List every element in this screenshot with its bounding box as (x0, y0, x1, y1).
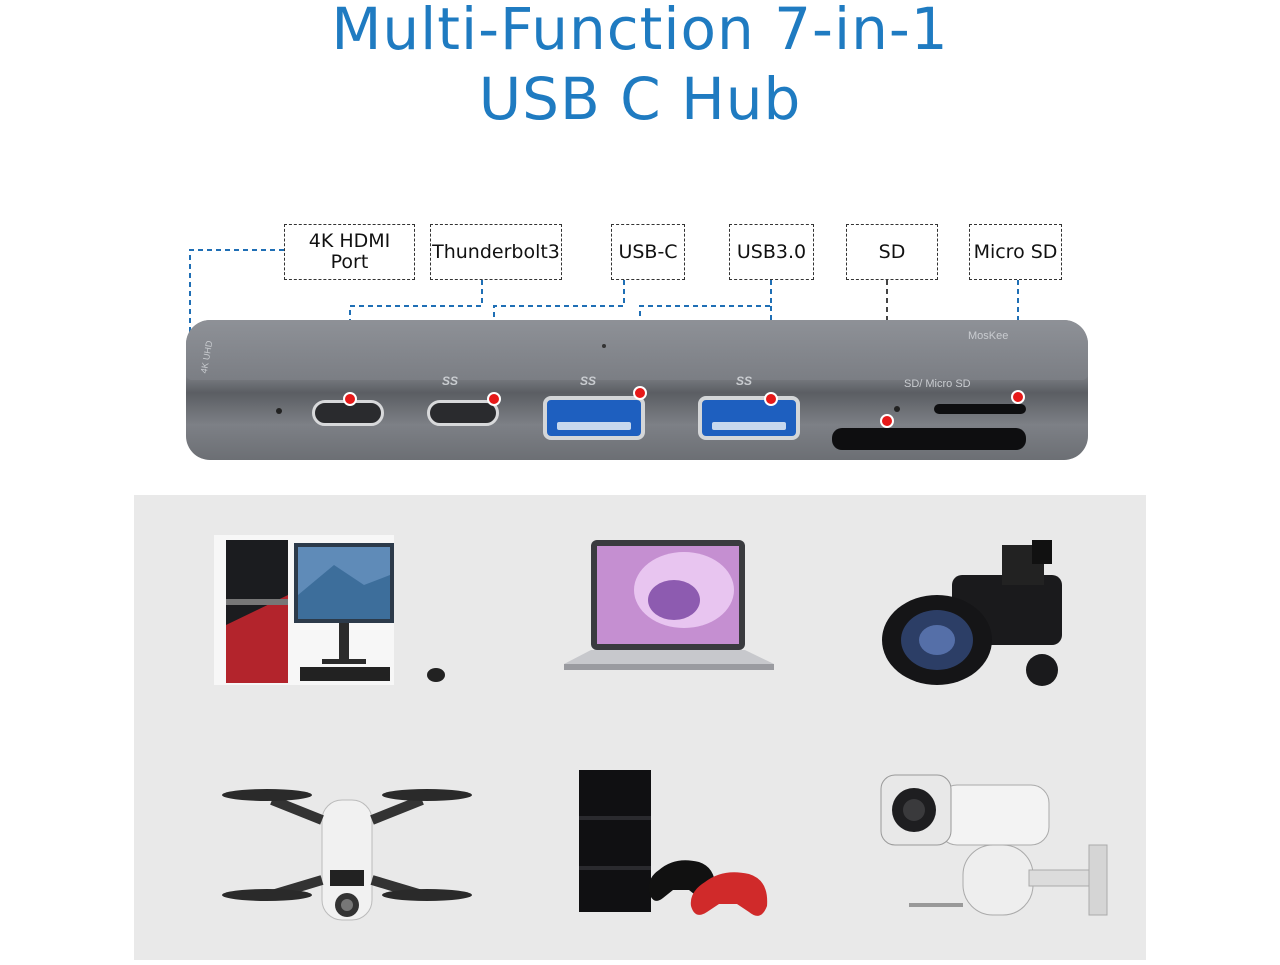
headline-line-2: USB C Hub (478, 65, 802, 133)
label-micro-sd: Micro SD (969, 224, 1062, 280)
label-hdmi: 4K HDMI Port (284, 224, 415, 280)
label-usb-c: USB-C (611, 224, 685, 280)
brand-text: MosKee (968, 330, 1009, 342)
micro-sd-slot (934, 404, 1026, 414)
mic-hole (602, 344, 606, 348)
leader-thunderbolt (349, 280, 483, 398)
game-console-icon (579, 770, 768, 916)
marker-usb-c (633, 386, 647, 400)
usb-hub-top-surface (186, 320, 1088, 380)
thunderbolt-port (427, 400, 499, 426)
marker-sd (880, 414, 894, 428)
headline-line-1: Multi-Function 7-in-1 (331, 0, 949, 63)
usb-logo-2: SS (580, 374, 597, 388)
device-illustrations (214, 535, 1108, 921)
leader-hdmi (189, 249, 284, 360)
sd-led (894, 406, 900, 412)
marker-hdmi (343, 392, 357, 406)
desktop-pc-monitor-icon (214, 535, 445, 685)
security-camera-icon (880, 774, 1108, 916)
drone-icon (222, 789, 472, 921)
compatible-devices-panel (134, 495, 1146, 960)
video-camera-icon (882, 540, 1062, 686)
laptop-icon (564, 540, 774, 670)
usb3-port (698, 396, 800, 440)
led-indicator (276, 408, 282, 414)
slot-label: SD/ Micro SD (904, 378, 971, 390)
usb-logo-1: SS (442, 374, 459, 388)
sd-card-slot (832, 428, 1026, 450)
usb-c-port-a (543, 396, 645, 440)
usb-logo-3: SS (736, 374, 753, 388)
marker-thunderbolt (487, 392, 501, 406)
label-sd: SD (846, 224, 938, 280)
label-usb3: USB3.0 (729, 224, 814, 280)
marker-usb3 (764, 392, 778, 406)
label-thunderbolt: Thunderbolt3 (430, 224, 562, 280)
marker-micro-sd (1011, 390, 1025, 404)
